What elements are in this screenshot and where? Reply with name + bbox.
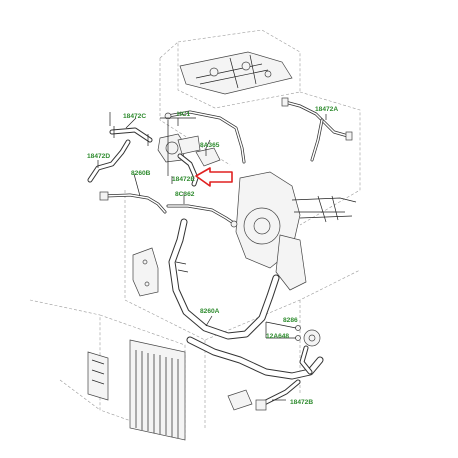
sensor-12A648: [295, 335, 301, 341]
valve-8A365: [195, 139, 221, 167]
hose-lower-radiator: [186, 336, 324, 380]
label-18472E: 18472E: [172, 176, 195, 183]
label-18472A: 18472A: [315, 106, 338, 113]
label-8A365: 8A365: [200, 142, 220, 149]
hose-18472B: [255, 379, 301, 411]
part-labels: 18472C HC1 18472D 8A365 18472E 8260B 8C3…: [87, 106, 338, 406]
hose-18472E: [177, 153, 199, 187]
hose-8260B: [99, 191, 167, 214]
label-8C362: 8C362: [175, 191, 195, 198]
highlight-arrow: [195, 167, 233, 187]
label-8286: 8286: [283, 317, 298, 324]
radiator: [87, 339, 186, 441]
hose-HC1: [164, 110, 246, 164]
mounting-bracket: [132, 247, 159, 297]
hose-8C362: [166, 204, 238, 228]
hose-18472C: [109, 126, 153, 146]
label-18472B: 18472B: [290, 399, 313, 406]
small-bracket-lower: [227, 389, 253, 411]
label-12A648: 12A648: [266, 333, 289, 340]
hose-18472A: [281, 97, 353, 162]
water-pump-assembly: [235, 171, 357, 291]
label-HC1: HC1: [177, 111, 191, 118]
label-8260A: 8260A: [200, 308, 220, 315]
engine-ghost-outline: [29, 29, 361, 441]
clip-8286: [295, 325, 301, 331]
hose-8260A: [168, 218, 280, 340]
hose-18472D: [87, 139, 131, 183]
intake-manifold: [179, 51, 293, 95]
label-18472D: 18472D: [87, 153, 110, 160]
expansion-tank-outlet: [299, 329, 321, 375]
leader-lines: [97, 112, 327, 401]
label-18472C: 18472C: [123, 113, 146, 120]
label-8260B: 8260B: [131, 170, 151, 177]
